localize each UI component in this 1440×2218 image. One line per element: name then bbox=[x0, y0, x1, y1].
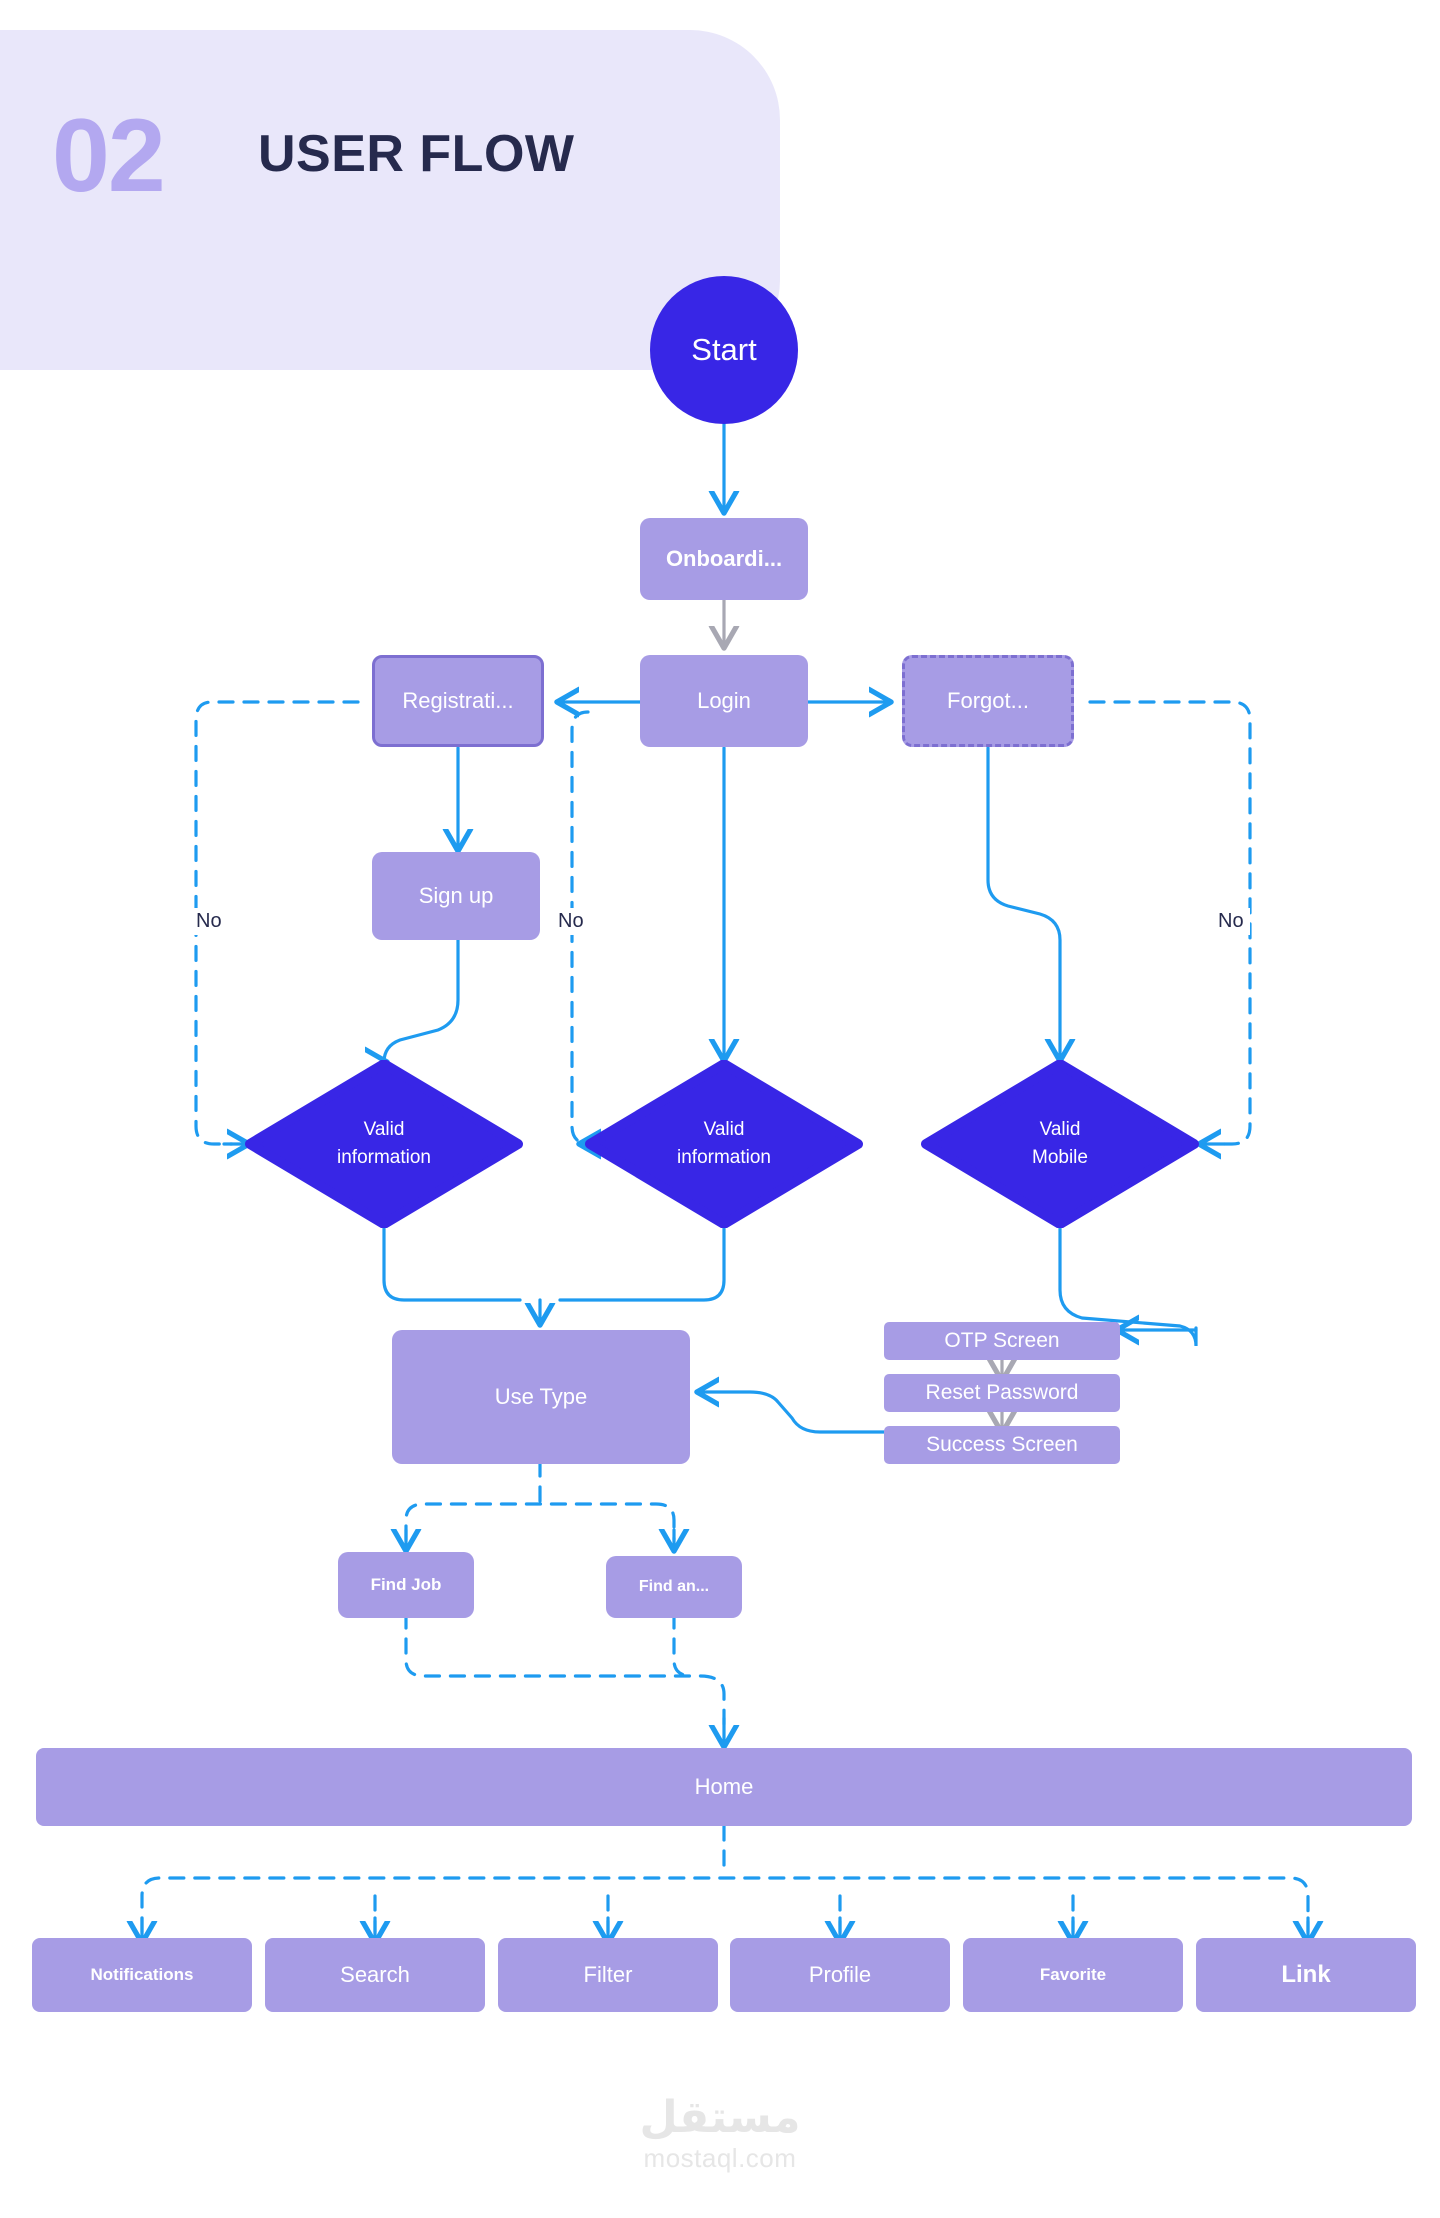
flow-node-reset-password[interactable]: Reset Password bbox=[884, 1374, 1120, 1412]
footer-brand: مستقل mostaql.com bbox=[0, 2093, 1440, 2174]
flow-node-home[interactable]: Home bbox=[36, 1748, 1412, 1826]
flow-decision-valid-mobile[interactable]: Valid Mobile bbox=[920, 1060, 1200, 1228]
edge-label-no-right: No bbox=[1212, 908, 1250, 935]
flow-decision-valid-information-1[interactable]: Valid information bbox=[244, 1060, 524, 1228]
flow-node-success-screen[interactable]: Success Screen bbox=[884, 1426, 1120, 1464]
flow-node-search[interactable]: Search bbox=[265, 1938, 485, 2012]
flow-node-profile[interactable]: Profile bbox=[730, 1938, 950, 2012]
flow-node-registration[interactable]: Registrati... bbox=[372, 655, 544, 747]
flow-node-find-an[interactable]: Find an... bbox=[606, 1556, 742, 1618]
flow-decision-label: Valid information bbox=[337, 1119, 431, 1168]
flow-node-use-type[interactable]: Use Type bbox=[392, 1330, 690, 1464]
flow-node-start[interactable]: Start bbox=[650, 276, 798, 424]
brand-logo-arabic: مستقل bbox=[639, 2093, 801, 2142]
flow-decision-label: Valid information bbox=[677, 1119, 771, 1168]
header-section-number: 02 bbox=[52, 98, 166, 214]
flow-node-notifications[interactable]: Notifications bbox=[32, 1938, 252, 2012]
flow-node-sign-up[interactable]: Sign up bbox=[372, 852, 540, 940]
flow-node-login[interactable]: Login bbox=[640, 655, 808, 747]
flow-decision-valid-information-2[interactable]: Valid information bbox=[584, 1060, 864, 1228]
edge-label-no-left: No bbox=[190, 908, 228, 935]
page-title: USER FLOW bbox=[258, 125, 575, 183]
flow-node-favorite[interactable]: Favorite bbox=[963, 1938, 1183, 2012]
flow-node-forgot-password[interactable]: Forgot... bbox=[902, 655, 1074, 747]
flow-node-onboarding[interactable]: Onboardi... bbox=[640, 518, 808, 600]
header-banner bbox=[0, 30, 780, 370]
flow-node-find-job[interactable]: Find Job bbox=[338, 1552, 474, 1618]
flow-decision-label: Valid Mobile bbox=[1032, 1119, 1088, 1168]
edge-label-no-middle: No bbox=[552, 908, 590, 935]
diamond-shape-icon bbox=[585, 1060, 863, 1228]
flow-node-link[interactable]: Link bbox=[1196, 1938, 1416, 2012]
flow-node-filter[interactable]: Filter bbox=[498, 1938, 718, 2012]
brand-domain-text: mostaql.com bbox=[643, 2143, 797, 2174]
flow-node-otp-screen[interactable]: OTP Screen bbox=[884, 1322, 1120, 1360]
